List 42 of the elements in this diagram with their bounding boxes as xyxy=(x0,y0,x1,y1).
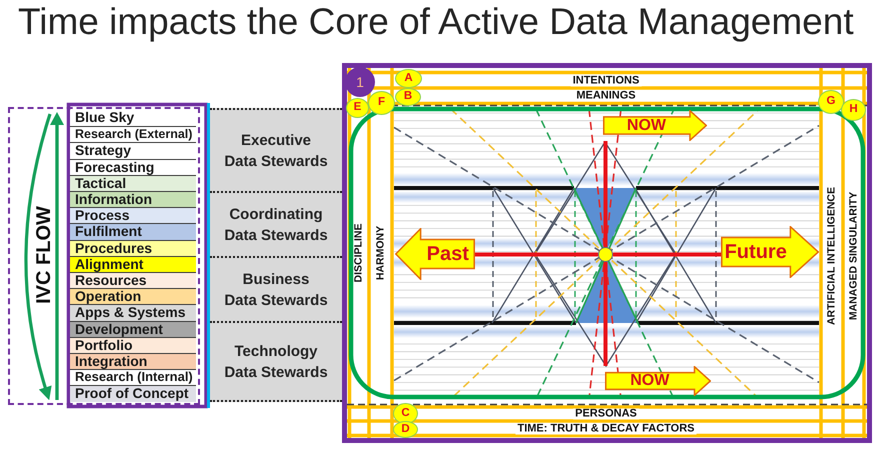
list-row: Apps & Systems xyxy=(70,304,196,321)
block-arrow: NOW xyxy=(605,366,711,396)
list-row: Alignment xyxy=(70,256,196,272)
vertical-label: IVC FLOW xyxy=(34,206,54,304)
list-row: Information xyxy=(70,191,196,208)
list-row: Integration xyxy=(70,353,196,370)
section-heading: PERSONAS xyxy=(573,408,639,420)
vertical-heading: MANAGED SINGULARITY xyxy=(848,190,859,322)
list-row: Proof of Concept xyxy=(70,385,196,402)
section-heading: TIME: TRUTH & DECAY FACTORS xyxy=(515,423,697,434)
list-row: Process xyxy=(70,207,196,224)
list-row: Operation xyxy=(70,288,196,304)
list-row: Forecasting xyxy=(70,158,196,175)
section-heading: INTENTIONS xyxy=(570,75,642,86)
connector-line xyxy=(613,252,721,256)
vertical-heading: DISCIPLINE xyxy=(354,222,364,284)
list-row: Tactical xyxy=(70,174,196,191)
list-row: Procedures xyxy=(70,240,196,256)
list-row: Development xyxy=(70,320,196,337)
section-heading: MEANINGS xyxy=(574,90,638,102)
letter-marker: E xyxy=(346,98,369,118)
diagram-title: Time impacts the Core of Active Data Management xyxy=(18,0,854,44)
list-row: Resources xyxy=(70,272,196,288)
vertical-heading: HARMONY xyxy=(375,224,386,282)
letter-marker: A xyxy=(395,69,422,88)
steward-band: Executive Data Stewards xyxy=(210,108,342,191)
list-row: Portfolio xyxy=(70,336,196,353)
connector-line xyxy=(604,262,608,366)
list-row: Strategy xyxy=(70,142,196,159)
connector-line xyxy=(604,141,608,247)
steward-band: Business Data Stewards xyxy=(210,256,342,321)
block-arrow: NOW xyxy=(603,110,707,141)
connector-line xyxy=(475,252,598,256)
list-row: Fulfilment xyxy=(70,223,196,240)
block-arrow: Future xyxy=(721,226,819,278)
number-badge: 1 xyxy=(345,67,375,97)
steward-band: Technology Data Stewards xyxy=(210,321,342,402)
list-row: Research (Internal) xyxy=(70,369,196,386)
dashed-group-frame xyxy=(8,107,200,405)
steward-band: Coordinating Data Stewards xyxy=(210,191,342,256)
vertical-heading: ARTIFICIAL INTELLIGENCE xyxy=(826,184,838,328)
list-row: Research (External) xyxy=(70,126,196,142)
